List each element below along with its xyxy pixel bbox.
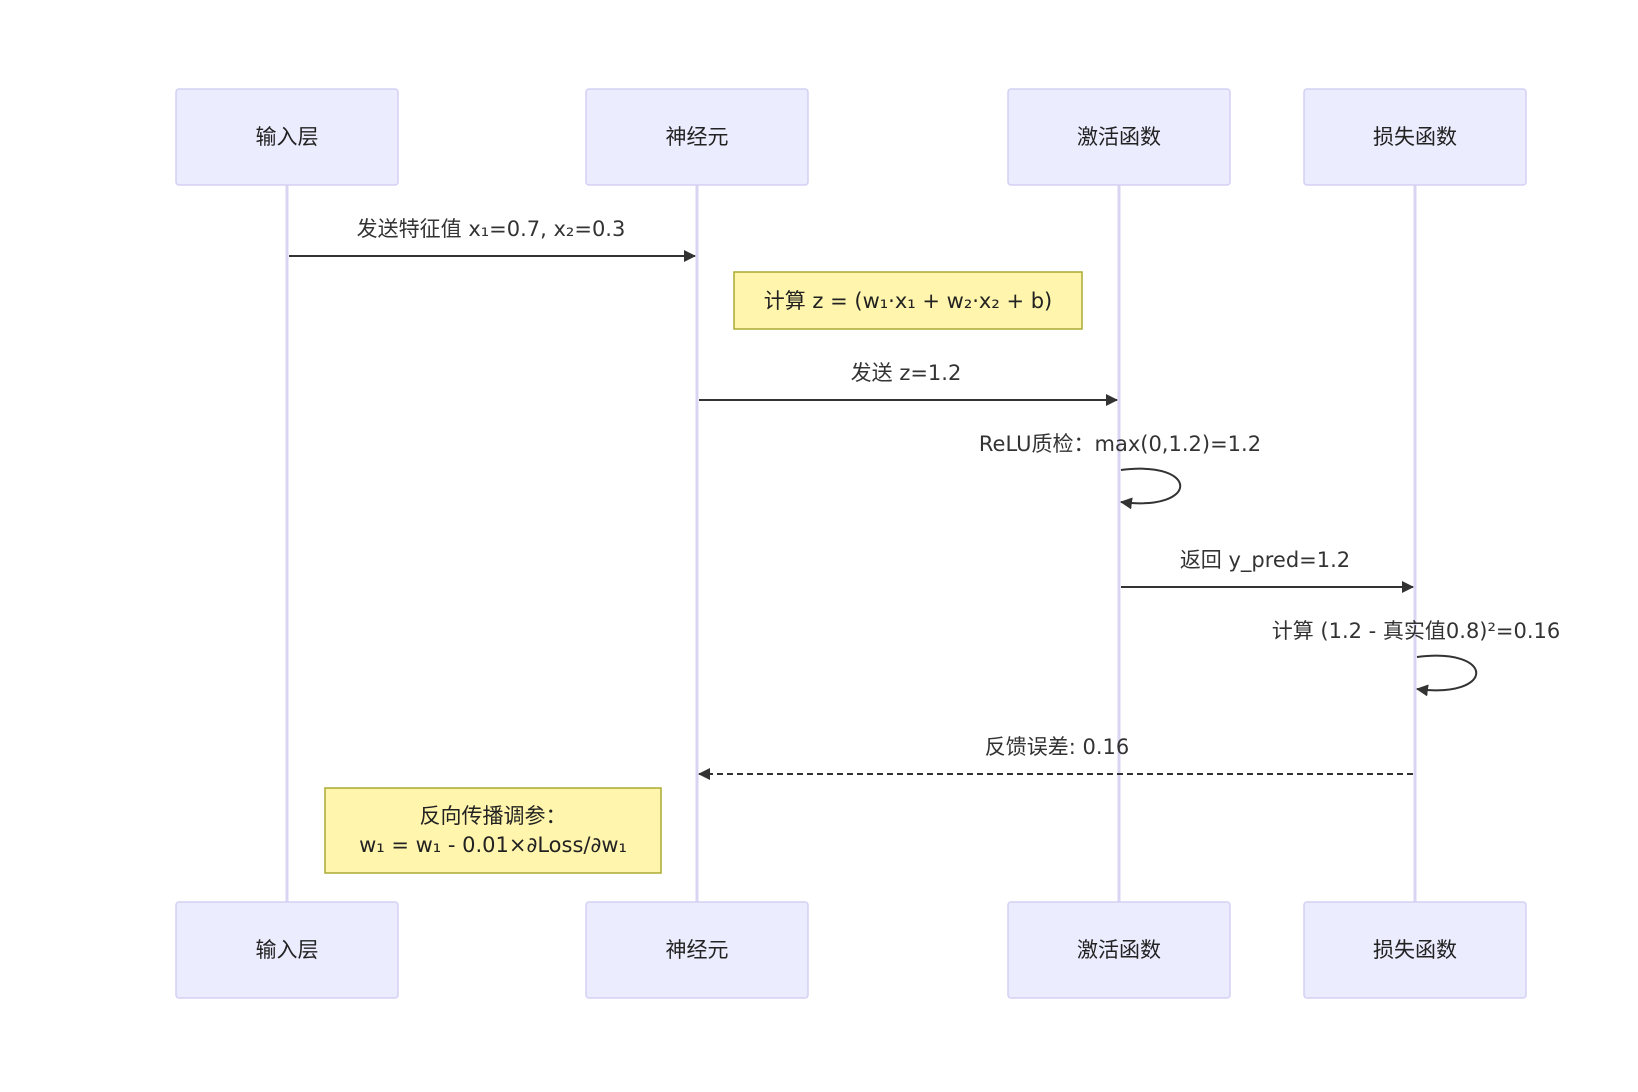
actor-bottom-activation: 激活函数 <box>1007 901 1231 999</box>
message-label: 发送特征值 x₁=0.7, x₂=0.3 <box>357 217 626 241</box>
actor-label: 输入层 <box>256 938 319 962</box>
actor-bottom-loss: 损失函数 <box>1303 901 1527 999</box>
self-message-arrow <box>1416 654 1477 697</box>
actor-label: 激活函数 <box>1077 125 1161 149</box>
message-label: 发送 z=1.2 <box>851 361 962 385</box>
note-text-line-1: 反向传播调参： <box>420 804 567 828</box>
note-compute-z: 计算 z = (w₁·x₁ + w₂·x₂ + b) <box>733 271 1083 330</box>
actor-label: 激活函数 <box>1077 938 1161 962</box>
self-message-arrow <box>1120 467 1181 510</box>
actor-label: 损失函数 <box>1373 938 1457 962</box>
message-label: ReLU质检：max(0,1.2)=1.2 <box>979 432 1261 456</box>
actor-label: 损失函数 <box>1373 125 1457 149</box>
actor-top-input: 输入层 <box>175 88 399 186</box>
note-backprop: 反向传播调参： w₁ = w₁ - 0.01×∂Loss/∂w₁ <box>324 787 662 874</box>
actor-bottom-neuron: 神经元 <box>585 901 809 999</box>
actor-label: 输入层 <box>256 125 319 149</box>
actor-top-loss: 损失函数 <box>1303 88 1527 186</box>
message-label: 返回 y_pred=1.2 <box>1180 548 1350 573</box>
actor-label: 神经元 <box>666 938 729 962</box>
actor-top-neuron: 神经元 <box>585 88 809 186</box>
note-text-line-2: w₁ = w₁ - 0.01×∂Loss/∂w₁ <box>359 833 627 857</box>
note-text: 计算 z = (w₁·x₁ + w₂·x₂ + b) <box>764 289 1052 313</box>
actor-label: 神经元 <box>666 125 729 149</box>
message-label: 反馈误差: 0.16 <box>985 735 1130 759</box>
actor-top-activation: 激活函数 <box>1007 88 1231 186</box>
actor-bottom-input: 输入层 <box>175 901 399 999</box>
message-label: 计算 (1.2 - 真实值0.8)²=0.16 <box>1272 619 1561 643</box>
